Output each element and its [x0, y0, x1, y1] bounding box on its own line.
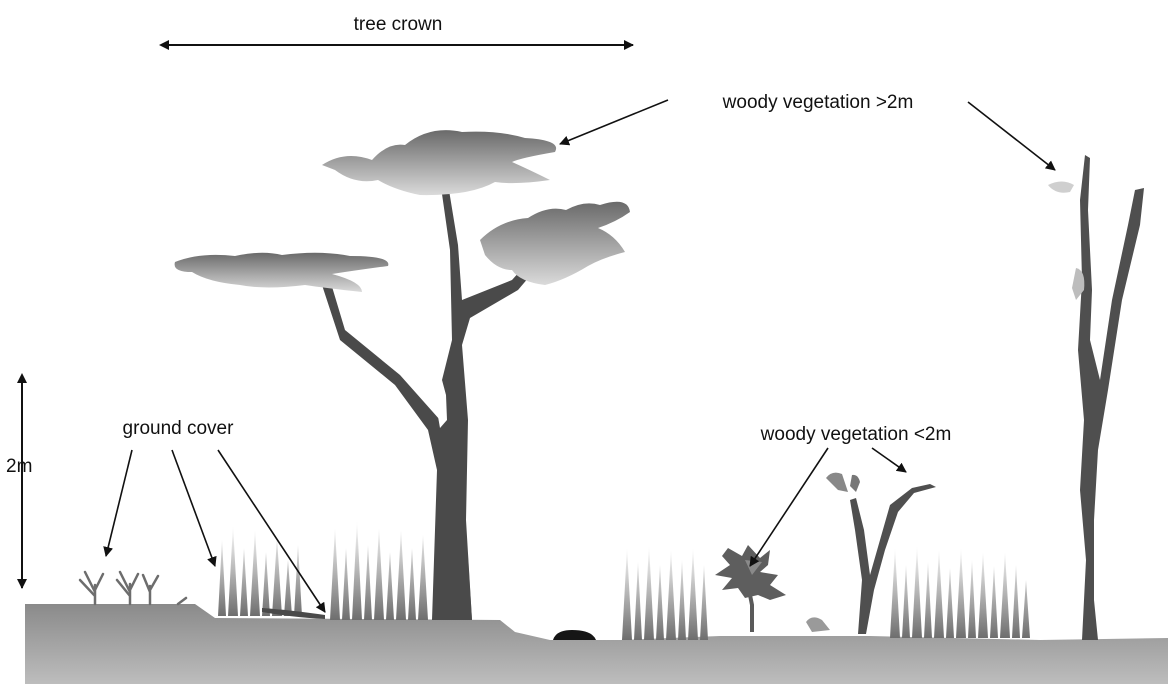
arrow-ground-cover-sprouts	[106, 450, 132, 556]
label-woody-vegetation-short: woody vegetation <2m	[760, 424, 952, 445]
label-height-2m: 2m	[6, 456, 32, 477]
rock	[553, 630, 596, 640]
arrow-ground-cover-grass	[172, 450, 215, 566]
label-tree-crown: tree crown	[354, 14, 443, 35]
tree-crown-foliage	[175, 130, 630, 292]
pointer-arrows	[106, 100, 1055, 612]
arrow-woody-short-shrub	[750, 448, 828, 566]
grass-clump-right	[890, 545, 1030, 638]
label-ground-cover: ground cover	[123, 418, 235, 439]
arrow-woody-tall-to-stem	[968, 102, 1055, 170]
fallen-log	[262, 608, 325, 619]
tall-woody-stem	[1048, 155, 1144, 640]
arrow-woody-short-sapling	[872, 448, 906, 472]
label-woody-vegetation-tall: woody vegetation >2m	[722, 92, 914, 113]
arrow-woody-tall-to-crown	[560, 100, 668, 144]
ground-sprouts	[80, 572, 186, 604]
small-shrub	[715, 545, 786, 632]
grass-clump-mid	[622, 545, 708, 640]
